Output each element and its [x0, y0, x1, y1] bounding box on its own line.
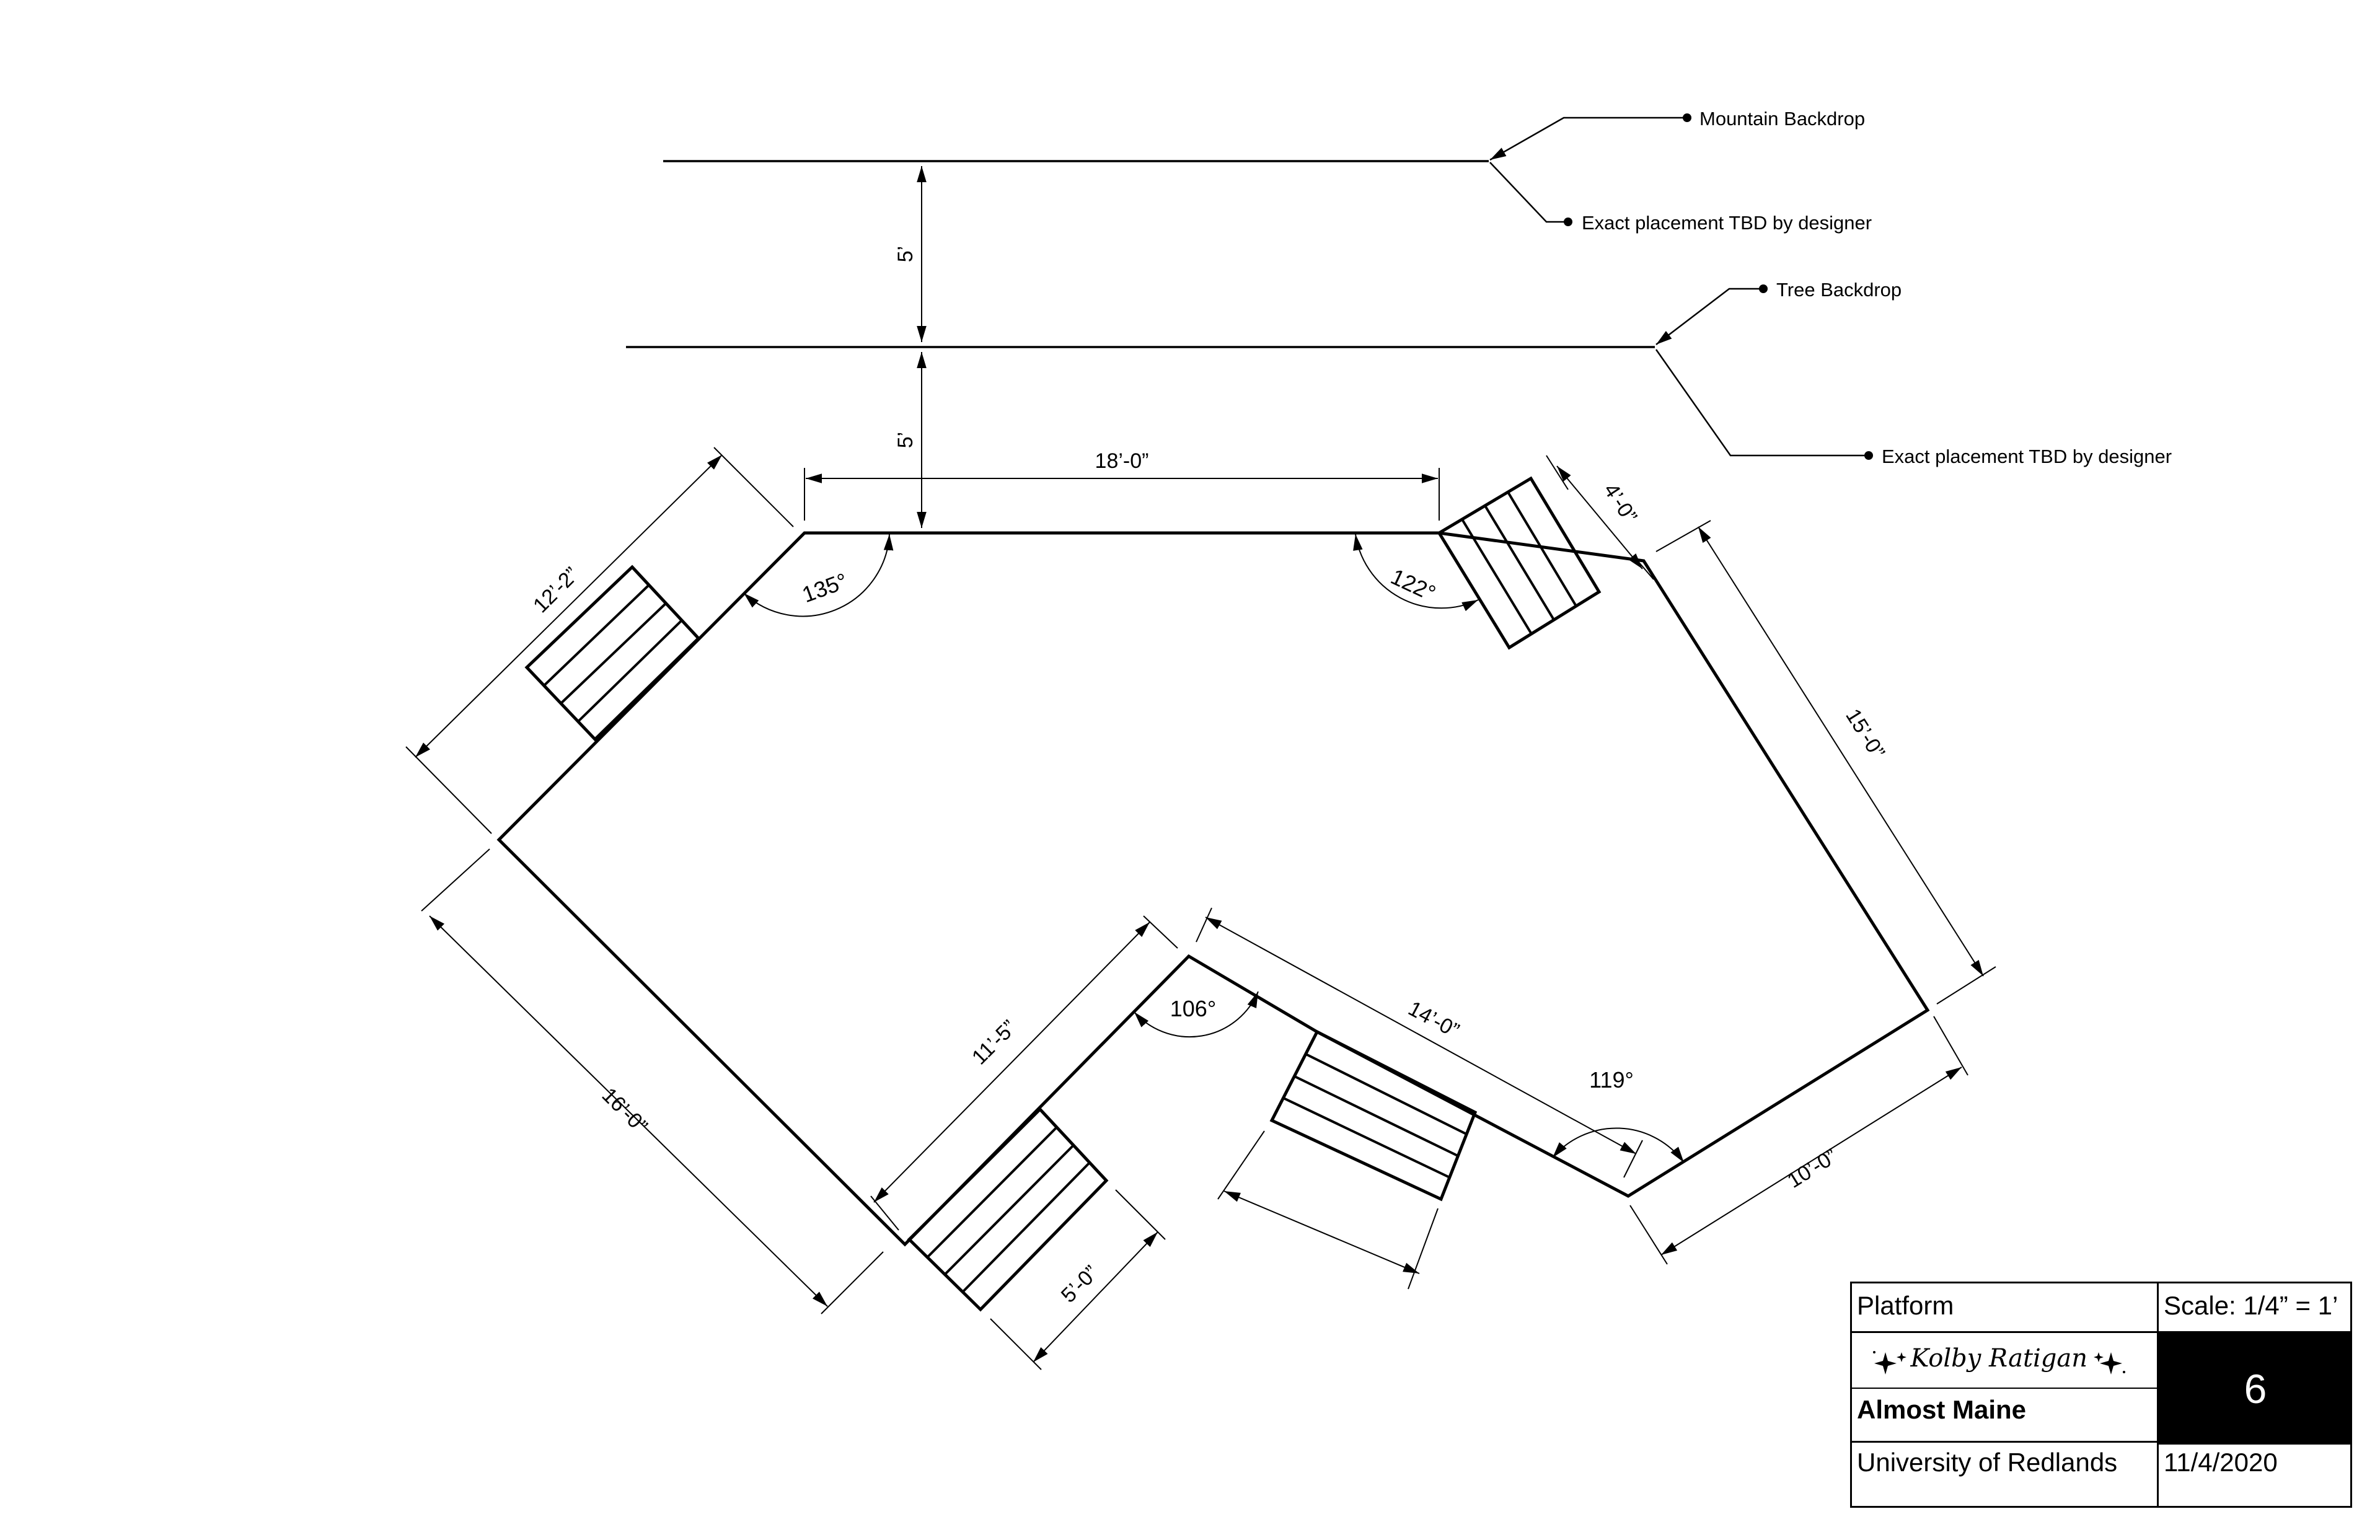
- angle-inner-label: 106°: [1170, 996, 1216, 1021]
- angle-bottom-label: 119°: [1589, 1067, 1634, 1093]
- angle-bottom: 119°: [1552, 1067, 1685, 1163]
- sparkle-icon: [1873, 1350, 1906, 1375]
- angle-top-right-label: 122°: [1387, 563, 1440, 606]
- top-edge-label: 18’-0”: [1095, 449, 1149, 473]
- school-name: University of Redlands: [1852, 1443, 2159, 1508]
- stair-top-right: [1437, 476, 1602, 650]
- dim-lower-left-edge: 16’-0”: [421, 848, 884, 1314]
- sparkle-icon: [2094, 1352, 2126, 1375]
- page-number: 6: [2159, 1333, 2352, 1445]
- designer-signature: Kolby Ratigan: [1910, 1344, 2088, 1373]
- project-name: Platform: [1852, 1283, 2159, 1333]
- gap-dimension-top: 5’: [894, 166, 927, 342]
- platform-outline: [496, 531, 1930, 1247]
- tree-backdrop-leader: Tree Backdrop: [1655, 279, 1902, 345]
- angle-inner: 106°: [1134, 991, 1259, 1038]
- right-edge-label: 15’-0”: [1841, 705, 1889, 763]
- dim-stair-bottom-left: 5’-0”: [990, 1189, 1166, 1370]
- drawing-date: 11/4/2020: [2164, 1448, 2278, 1477]
- gap-dimension-bottom: 5’: [894, 352, 927, 528]
- tree-note-leader: Exact placement TBD by designer: [1655, 349, 2172, 467]
- upper-left-edge-label: 12’-2”: [529, 563, 583, 617]
- dim-inner-left-edge: 11’-5”: [870, 915, 1178, 1231]
- angle-top-left-label: 135°: [799, 568, 851, 607]
- show-name: Almost Maine: [1857, 1395, 2027, 1424]
- dim-stair-bottom-middle: [1217, 1130, 1439, 1290]
- angle-top-left: 135°: [743, 534, 894, 617]
- designer-logo: Kolby Ratigan: [1852, 1333, 2159, 1389]
- mountain-backdrop-leader: Mountain Backdrop: [1489, 108, 1865, 161]
- stair-bottom-middle: [1269, 1029, 1478, 1202]
- tree-backdrop-label: Tree Backdrop: [1776, 279, 1902, 301]
- bottom-right-edge-label: 10’-0”: [1783, 1145, 1841, 1193]
- tree-note-label: Exact placement TBD by designer: [1882, 446, 2172, 467]
- gap-bottom-label: 5’: [894, 432, 917, 448]
- dim-right-edge: 15’-0”: [1655, 520, 1996, 1005]
- angle-top-right: 122°: [1353, 534, 1479, 612]
- mountain-note-leader: Exact placement TBD by designer: [1489, 162, 1872, 234]
- inner-right-edge-label: 14’-0”: [1404, 997, 1463, 1042]
- dim-bottom-right-edge: 10’-0”: [1629, 1016, 1968, 1265]
- lower-left-edge-label: 16’-0”: [597, 1083, 652, 1138]
- gap-top-label: 5’: [894, 246, 917, 262]
- dim-upper-left-edge: 12’-2”: [405, 447, 794, 834]
- mountain-note-label: Exact placement TBD by designer: [1582, 212, 1872, 234]
- title-block: Platform Scale: 1/4” = 1’ Kolby Ratigan …: [1850, 1282, 2352, 1508]
- dim-right-stair: 4’-0”: [1546, 455, 1654, 580]
- dim-top-edge: 18’-0”: [804, 449, 1440, 521]
- scale-label: Scale: 1/4” = 1’: [2159, 1283, 2352, 1333]
- mountain-backdrop-label: Mountain Backdrop: [1699, 108, 1865, 130]
- stair-bottom-left-label: 5’-0”: [1057, 1261, 1103, 1308]
- show-name-cell: Almost Maine: [1852, 1389, 2159, 1443]
- right-stair-label: 4’-0”: [1599, 479, 1642, 527]
